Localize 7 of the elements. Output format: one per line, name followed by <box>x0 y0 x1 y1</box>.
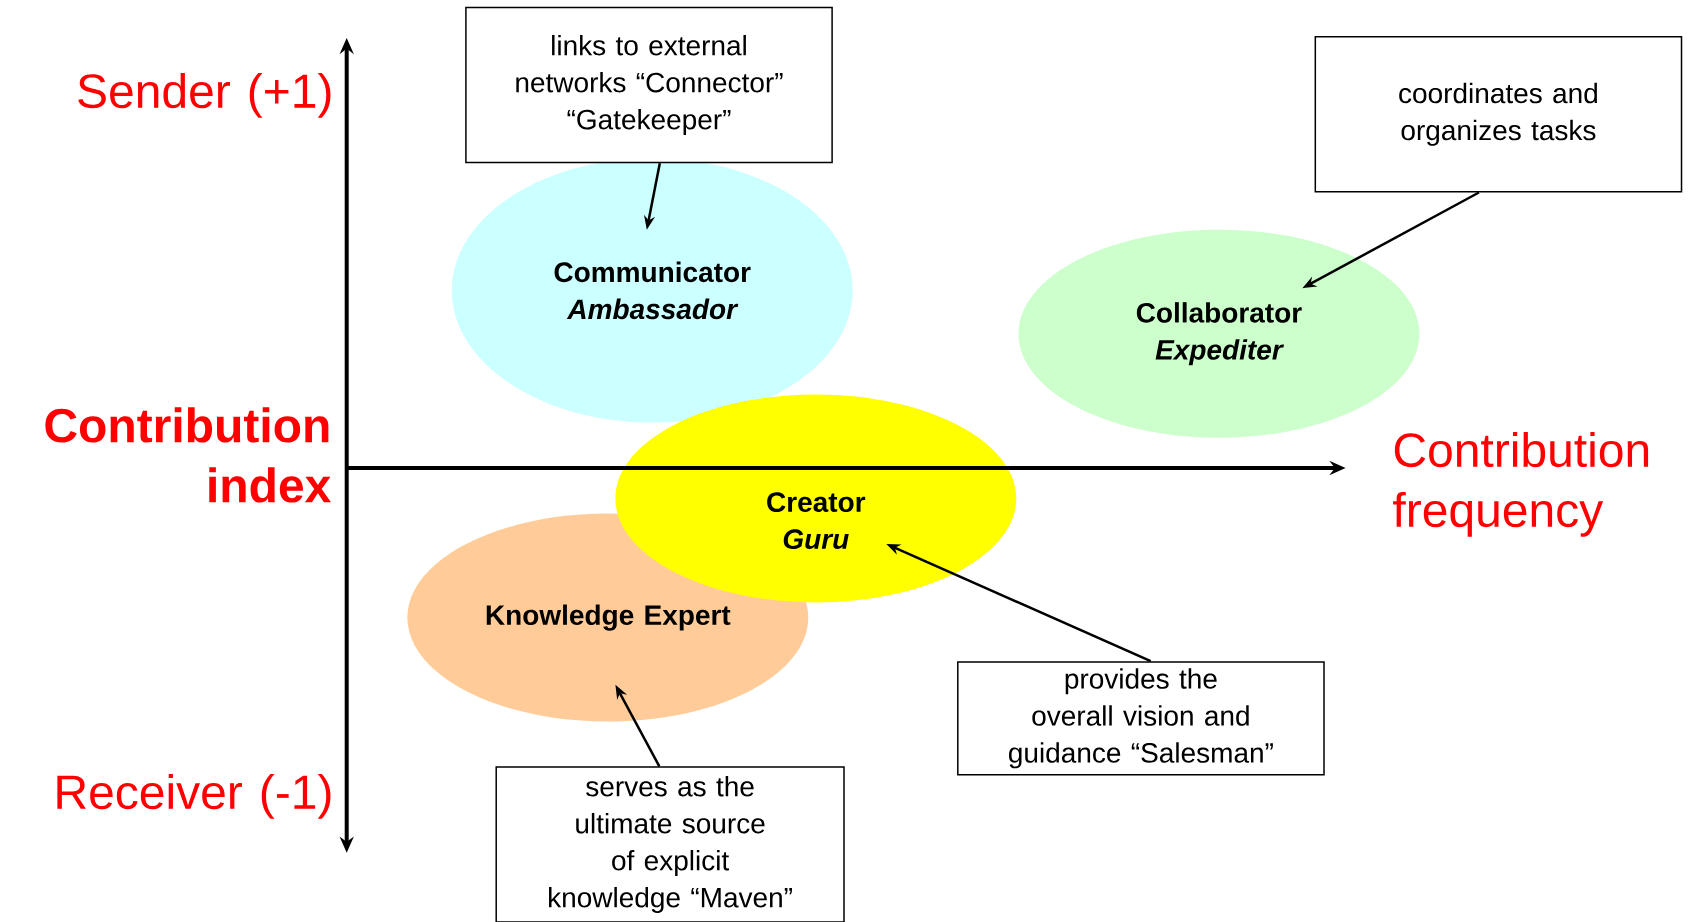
callout-box: provides the overall vision and guidance “Salesman” <box>957 661 1325 776</box>
callout-box: coordinates and organizes tasks <box>1314 36 1683 193</box>
axis-label: Contribution index <box>45 407 331 503</box>
axis-label: Receiver (-1) <box>57 773 331 819</box>
callout-box: serves as the ultimate source of explicit knowledge “Maven” <box>495 766 845 922</box>
axis-label: Sender (+1) <box>78 72 331 118</box>
callout-box: links to external networks “Connector” “Gatekeeper” <box>465 6 833 164</box>
